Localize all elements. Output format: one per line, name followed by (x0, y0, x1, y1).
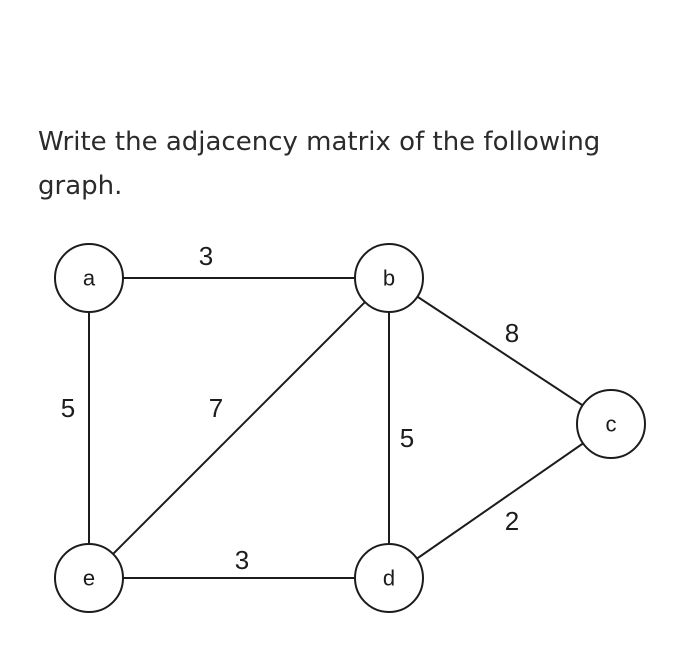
node-d-circle (354, 543, 424, 613)
node-a-circle (54, 243, 124, 313)
node-e-circle (54, 543, 124, 613)
node-e-label: e (83, 566, 95, 591)
weight-e-d: 3 (235, 545, 249, 575)
node-d: d (354, 543, 424, 613)
edge-b-e (88, 277, 390, 579)
nodes-layer: a b c d e (54, 243, 646, 613)
node-a: a (54, 243, 124, 313)
weight-b-e: 7 (209, 393, 223, 423)
weights-layer: 3 5 7 8 5 3 2 (61, 241, 519, 575)
weight-a-b: 3 (199, 241, 213, 271)
node-b-circle (354, 243, 424, 313)
edge-d-c (388, 423, 612, 579)
node-a-label: a (83, 266, 96, 291)
node-e: e (54, 543, 124, 613)
node-c-label: c (606, 412, 617, 437)
weight-d-c: 2 (505, 506, 519, 536)
edges-layer (88, 277, 612, 579)
node-b: b (354, 243, 424, 313)
edge-b-c (388, 277, 612, 425)
weight-b-c: 8 (505, 318, 519, 348)
node-c: c (576, 389, 646, 459)
weight-a-e: 5 (61, 393, 75, 423)
node-b-label: b (383, 266, 395, 291)
node-c-circle (576, 389, 646, 459)
question-text: Write the adjacency matrix of the follow… (38, 127, 601, 201)
node-d-label: d (383, 566, 395, 591)
weight-b-d: 5 (400, 423, 414, 453)
